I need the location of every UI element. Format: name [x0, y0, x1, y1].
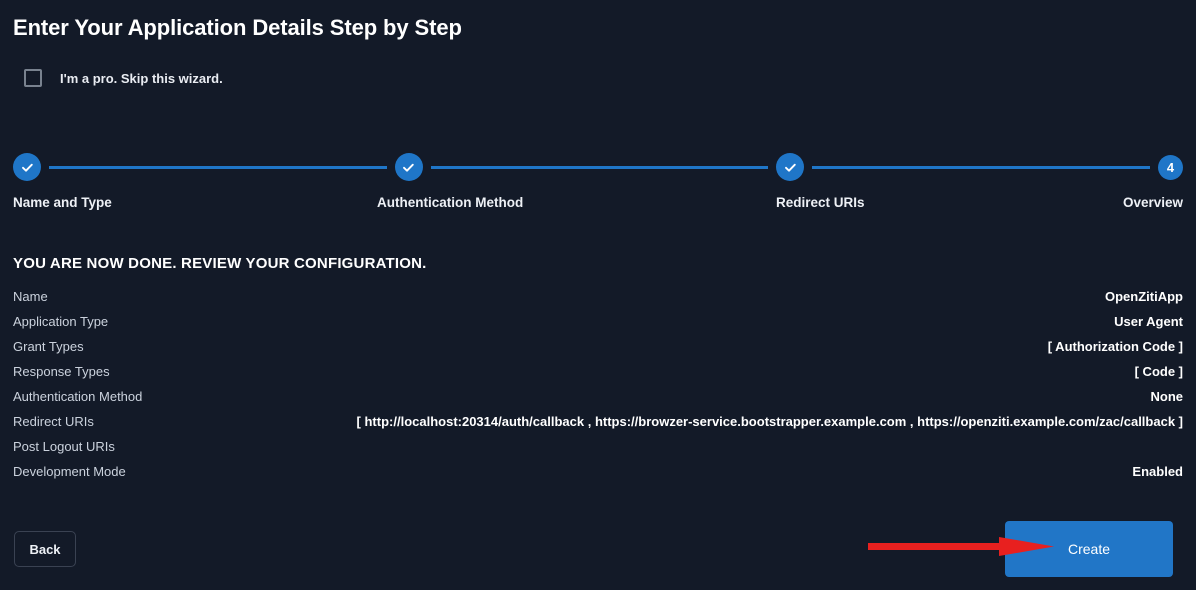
stepper-labels: Name and Type Authentication Method Redi…: [13, 195, 1183, 215]
check-icon: [783, 160, 798, 175]
configuration-summary: Name OpenZitiApp Application Type User A…: [13, 289, 1183, 489]
step-label-redirect-uris: Redirect URIs: [776, 195, 865, 210]
step-label-authentication-method: Authentication Method: [377, 195, 524, 210]
summary-value: Enabled: [1132, 464, 1183, 479]
create-button[interactable]: Create: [1005, 521, 1173, 577]
step-connector-3: [812, 165, 1151, 169]
summary-row-development-mode: Development Mode Enabled: [13, 464, 1183, 489]
summary-value: [ http://localhost:20314/auth/callback ,…: [356, 414, 1183, 429]
summary-label: Application Type: [13, 314, 109, 329]
check-icon: [20, 160, 35, 175]
step-node-name-and-type[interactable]: [13, 153, 41, 181]
summary-value: None: [1150, 389, 1184, 404]
summary-row-response-types: Response Types [ Code ]: [13, 364, 1183, 389]
summary-row-name: Name OpenZitiApp: [13, 289, 1183, 314]
step-node-authentication-method[interactable]: [394, 153, 423, 181]
summary-row-application-type: Application Type User Agent: [13, 314, 1183, 339]
step-label-name-and-type: Name and Type: [13, 195, 112, 210]
summary-value: OpenZitiApp: [1105, 289, 1183, 304]
wizard-stepper: 4: [13, 153, 1184, 183]
review-heading: YOU ARE NOW DONE. REVIEW YOUR CONFIGURAT…: [13, 255, 427, 272]
summary-label: Development Mode: [13, 464, 126, 479]
summary-row-authentication-method: Authentication Method None: [13, 389, 1183, 414]
skip-wizard-checkbox[interactable]: [24, 69, 42, 87]
step-connector-2: [430, 165, 769, 169]
summary-row-redirect-uris: Redirect URIs [ http://localhost:20314/a…: [13, 414, 1183, 439]
skip-wizard-label: I'm a pro. Skip this wizard.: [60, 70, 223, 86]
summary-label: Post Logout URIs: [13, 439, 115, 454]
summary-row-grant-types: Grant Types [ Authorization Code ]: [13, 339, 1183, 364]
summary-row-post-logout-uris: Post Logout URIs: [13, 439, 1183, 464]
back-button[interactable]: Back: [14, 531, 76, 567]
check-icon: [401, 160, 416, 175]
summary-label: Response Types: [13, 364, 110, 379]
step-node-overview[interactable]: 4: [1158, 154, 1184, 180]
step-node-redirect-uris[interactable]: [776, 153, 805, 181]
stepper-track: 4: [13, 153, 1184, 181]
summary-label: Authentication Method: [13, 389, 143, 404]
summary-value: [ Code ]: [1134, 364, 1183, 379]
step-number-label: 4: [1166, 159, 1175, 175]
step-connector-1: [49, 165, 387, 169]
summary-value: [ Authorization Code ]: [1047, 339, 1183, 354]
summary-label: Redirect URIs: [13, 414, 94, 429]
skip-wizard-row[interactable]: I'm a pro. Skip this wizard.: [24, 69, 223, 87]
summary-label: Grant Types: [13, 339, 84, 354]
page-title: Enter Your Application Details Step by S…: [13, 15, 462, 40]
summary-label: Name: [13, 289, 48, 304]
summary-value: User Agent: [1114, 314, 1183, 329]
step-label-overview: Overview: [1122, 195, 1183, 210]
